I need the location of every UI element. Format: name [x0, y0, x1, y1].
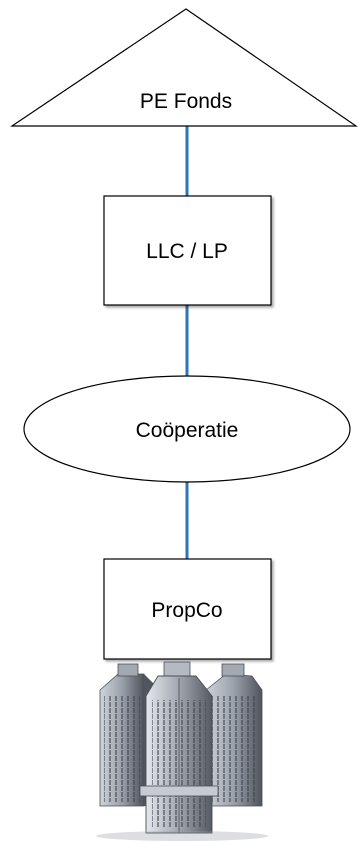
- cooperatie-node: Coöperatie: [23, 375, 351, 483]
- building-right: [205, 663, 263, 807]
- pe-fonds-label: PE Fonds: [140, 90, 232, 113]
- llc-lp-label: LLC / LP: [146, 240, 228, 263]
- propco-node: PropCo: [103, 558, 272, 660]
- building-center: [139, 661, 219, 834]
- propco-label: PropCo: [151, 599, 222, 622]
- cooperatie-label: Coöperatie: [136, 419, 239, 442]
- llc-lp-node: LLC / LP: [103, 195, 272, 306]
- pe-fonds-node: PE Fonds: [10, 8, 358, 127]
- office-buildings-icon: [96, 661, 268, 841]
